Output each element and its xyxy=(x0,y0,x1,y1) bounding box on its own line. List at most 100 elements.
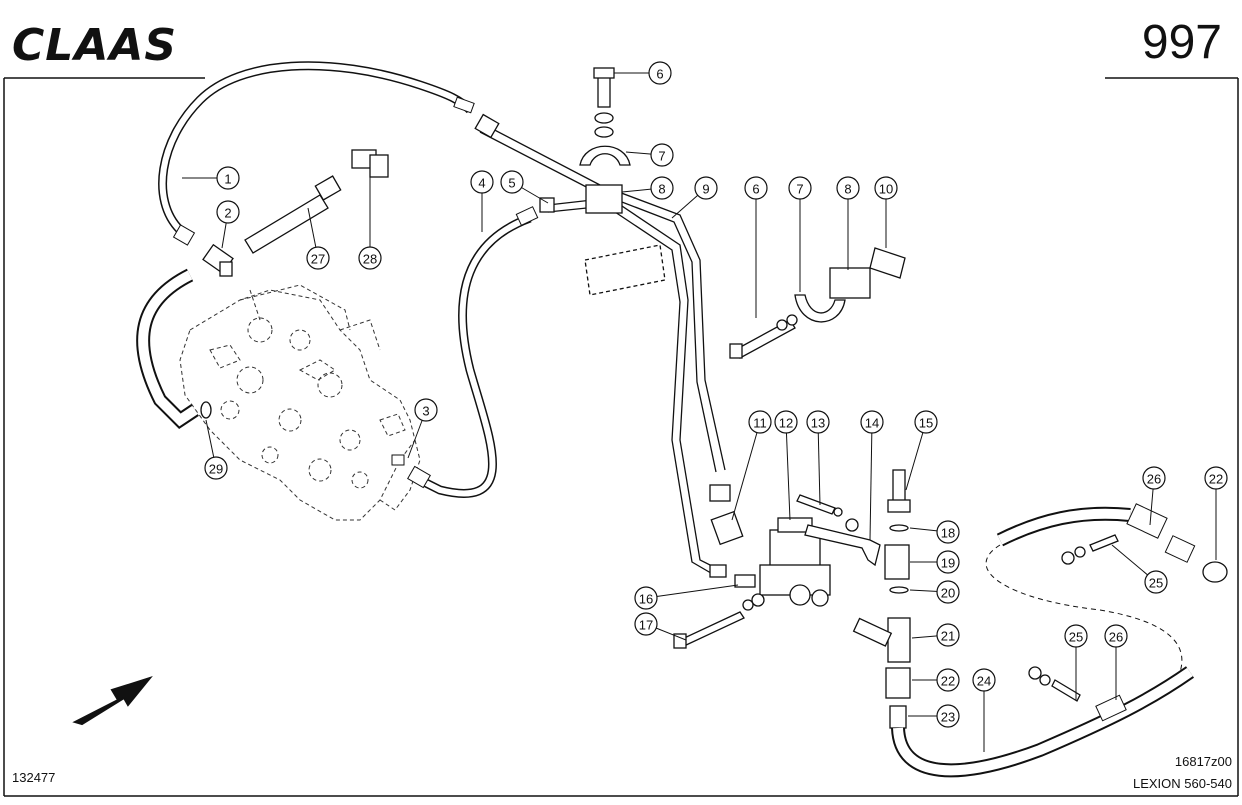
hose-1 xyxy=(158,61,475,246)
callout-19: 19 xyxy=(936,550,960,574)
callout-circle xyxy=(936,550,960,574)
callout-circle xyxy=(306,246,330,270)
callout-number: 18 xyxy=(941,526,955,541)
callout-number: 15 xyxy=(919,416,933,431)
callout-28: 28 xyxy=(358,246,382,270)
callout-number: 25 xyxy=(1149,576,1163,591)
callout-number: 20 xyxy=(941,586,955,601)
callout-number: 29 xyxy=(209,462,223,477)
callout-number: 7 xyxy=(796,182,803,197)
page-number: 997 xyxy=(1142,16,1222,69)
bolts-and-washers xyxy=(673,494,859,649)
callout-18: 18 xyxy=(936,520,960,544)
callout-circle xyxy=(204,456,228,480)
callout-circle xyxy=(1104,624,1128,648)
callout-leader-line xyxy=(905,421,927,491)
document-code: 132477 xyxy=(12,770,55,785)
callout-circle xyxy=(414,398,438,422)
callout-number: 7 xyxy=(658,149,665,164)
callout-26: 26 xyxy=(1142,466,1166,490)
callout-13: 13 xyxy=(806,410,830,434)
callout-circle xyxy=(914,410,938,434)
bracket-14 xyxy=(804,524,881,567)
callout-circle xyxy=(936,623,960,647)
callout-number: 9 xyxy=(702,182,709,197)
callout-number: 22 xyxy=(941,674,955,689)
callout-circle xyxy=(748,410,772,434)
callout-circle xyxy=(1204,466,1228,490)
callout-leader-line xyxy=(817,421,821,506)
callout-circle xyxy=(1142,466,1166,490)
callout-number: 25 xyxy=(1069,630,1083,645)
callout-20: 20 xyxy=(936,580,960,604)
callout-number: 14 xyxy=(865,416,879,431)
callout-circle xyxy=(500,170,524,194)
callout-number: 6 xyxy=(752,182,759,197)
hose-26-upper xyxy=(996,503,1228,583)
elbow-fitting-2 xyxy=(202,243,234,277)
callout-leaders xyxy=(182,72,1217,752)
callout-number: 3 xyxy=(422,404,429,419)
callout-number: 1 xyxy=(224,172,231,187)
callout-circle xyxy=(648,61,672,85)
callout-leader-line xyxy=(645,584,739,599)
callout-circle xyxy=(216,200,240,224)
sheet-border xyxy=(3,77,1239,797)
callout-circle xyxy=(936,668,960,692)
callout-5: 5 xyxy=(500,170,524,194)
callout-number: 21 xyxy=(941,629,955,644)
hose-4 xyxy=(391,206,539,498)
callout-2: 2 xyxy=(216,200,240,224)
callout-23: 23 xyxy=(936,704,960,728)
elbow-28 xyxy=(351,149,389,178)
hose-29 xyxy=(136,268,212,430)
callout-8: 8 xyxy=(836,176,860,200)
callout-21: 21 xyxy=(936,623,960,647)
callout-circle xyxy=(936,580,960,604)
callout-circle xyxy=(1144,570,1168,594)
callout-number: 23 xyxy=(941,710,955,725)
callout-number: 26 xyxy=(1109,630,1123,645)
callout-number: 8 xyxy=(658,182,665,197)
callout-22: 22 xyxy=(936,668,960,692)
callout-circle xyxy=(744,176,768,200)
brand-logo: CLAAS xyxy=(12,20,177,71)
callout-16: 16 xyxy=(634,586,658,610)
callout-leader-line xyxy=(731,421,761,521)
callout-29: 29 xyxy=(204,456,228,480)
callout-circle xyxy=(358,246,382,270)
fitting-stack xyxy=(852,469,911,729)
drawing-id: 16817z00 xyxy=(1175,754,1232,769)
callout-number: 4 xyxy=(478,176,485,191)
callout-number: 6 xyxy=(656,67,663,82)
callout-circle xyxy=(806,410,830,434)
callout-circle xyxy=(788,176,812,200)
callout-circle xyxy=(650,143,674,167)
callout-7: 7 xyxy=(788,176,812,200)
callout-8: 8 xyxy=(650,176,674,200)
callout-circle xyxy=(972,668,996,692)
callout-circle xyxy=(836,176,860,200)
callout-26: 26 xyxy=(1104,624,1128,648)
callout-11: 11 xyxy=(748,410,772,434)
callout-number: 12 xyxy=(779,416,793,431)
callout-15: 15 xyxy=(914,410,938,434)
model-label: LEXION 560-540 xyxy=(1133,776,1232,791)
callout-circle xyxy=(774,410,798,434)
callout-number: 22 xyxy=(1209,472,1223,487)
compressor-block xyxy=(179,284,421,521)
callout-9: 9 xyxy=(694,176,718,200)
callout-number: 24 xyxy=(977,674,991,689)
callout-leader-line xyxy=(785,421,791,521)
callout-circle xyxy=(1064,624,1088,648)
callout-circle xyxy=(216,166,240,190)
callout-6: 6 xyxy=(744,176,768,200)
callout-number: 17 xyxy=(639,618,653,633)
hose-continuation-dashed xyxy=(985,544,1183,673)
callout-number: 13 xyxy=(811,416,825,431)
callout-number: 27 xyxy=(311,252,325,267)
callout-number: 8 xyxy=(844,182,851,197)
callout-number: 19 xyxy=(941,556,955,571)
